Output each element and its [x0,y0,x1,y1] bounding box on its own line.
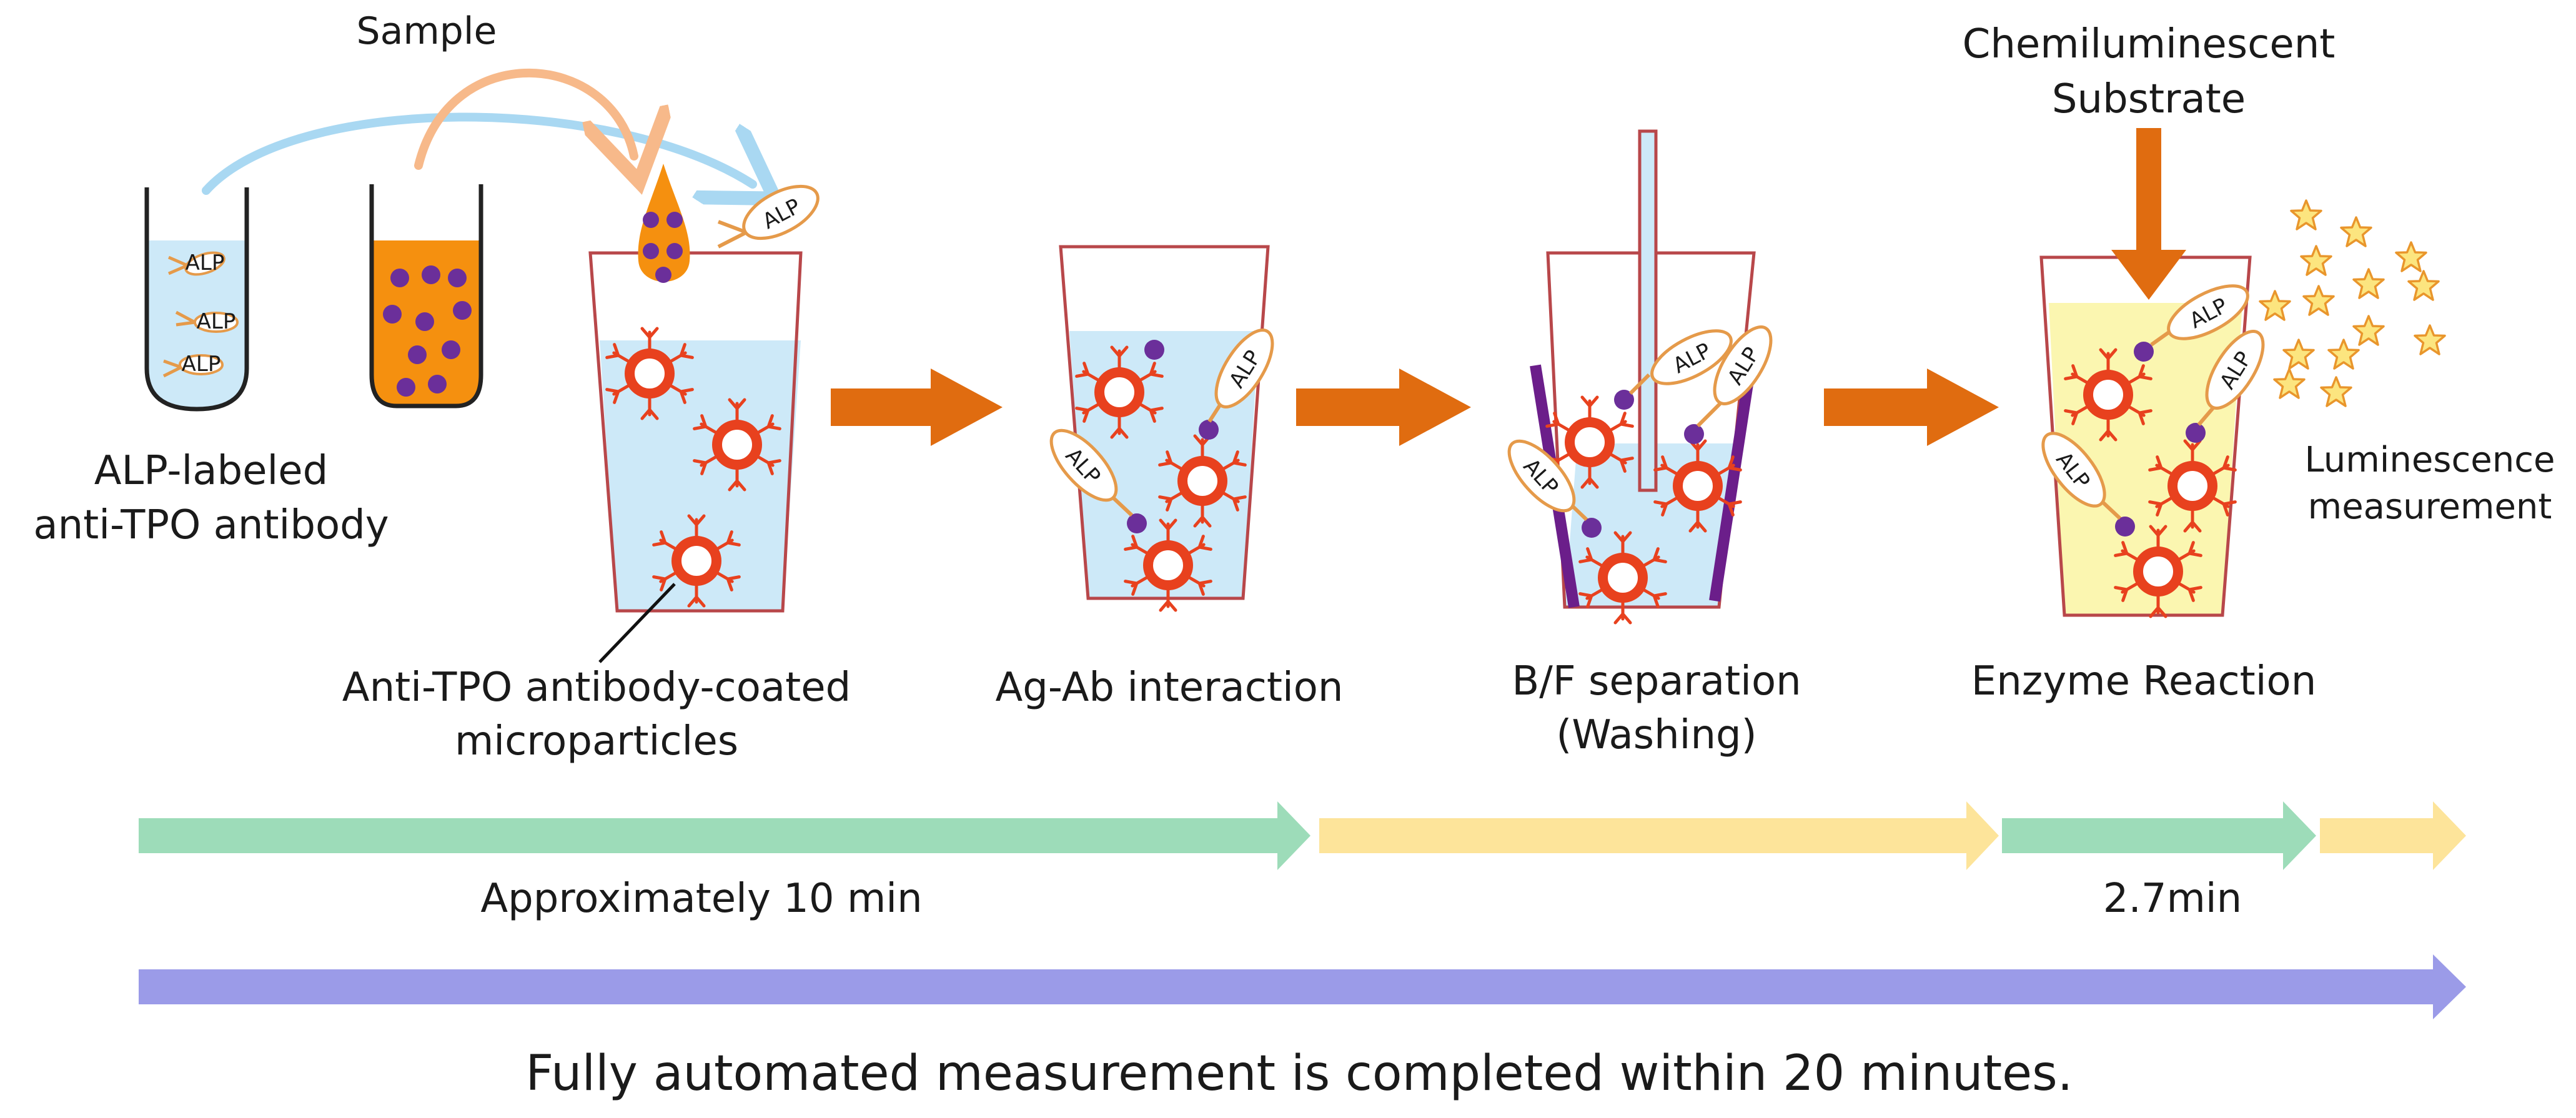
luminescence-label-line1: Luminescence [2305,440,2555,480]
chemiluminescent-label-line2: Substrate [2052,76,2246,122]
enzyme-reaction-label: Enzyme Reaction [1971,658,2317,705]
alp-antibody-bf-2: ALP [1696,325,1773,428]
timeline-arrow-yellow-2 [2320,801,2466,870]
time-2-7-min-label: 2.7min [2103,876,2242,922]
microparticles-label-line1: Anti-TPO antibody-coated [342,665,851,711]
process-arrow-2 [1296,369,1471,446]
reaction-cup-washing: ALP ALP ALP [1507,129,1773,623]
svg-text:ALP: ALP [182,352,221,377]
timeline-arrow-total [139,954,2466,1019]
alp-antibody-bf-1: ALP [1628,329,1733,395]
process-arrow-3 [1824,369,1999,446]
timeline-arrow-green-2 [2002,801,2316,870]
reaction-cup-ag-ab: ALP ALP [1049,245,1274,610]
sample-particles [383,265,472,397]
alp-antibody-bf-3: ALP [1507,439,1588,522]
microparticles-label-line2: microparticles [455,718,738,764]
process-arrow-1 [831,369,1003,446]
luminescence-label-line2: measurement [2308,487,2552,527]
magnet-right [1709,383,1753,602]
reaction-cup-enzyme: ALP ALP ALP [2039,255,2265,616]
svg-text:ALP: ALP [186,250,225,275]
timeline-arrow-green-1 [139,801,1310,870]
ag-ab-label: Ag-Ab interaction [996,665,1344,711]
reaction-cup-initial [588,251,803,613]
chemiluminescent-label-line1: Chemiluminescent [1963,21,2336,67]
wash-nozzle [1638,129,1658,492]
substrate-arrow [2111,128,2186,300]
approx-10-min-label: Approximately 10 min [480,876,922,922]
svg-text:ALP: ALP [197,309,236,334]
bf-label-line1: B/F separation [1512,658,1801,705]
alp-labeled-label-line1: ALP-labeled [94,448,329,494]
pointer-line [598,583,676,663]
alp-antibody-small-1: ALP [168,250,225,276]
sample-drop [638,164,690,283]
alp-antibody-cup1: ALP [717,184,820,249]
alp-antibody-small-3: ALP [162,352,224,378]
sample-tube [369,184,483,408]
reagent-transfer-arrow [202,112,753,190]
bf-label-line2: (Washing) [1556,712,1756,758]
luminescence-stars [2259,199,2446,407]
sample-transfer-arrow [414,68,634,166]
alp-antibody-small-2: ALP [175,309,239,334]
sample-label: Sample [357,9,497,53]
summary-caption: Fully automated measurement is completed… [525,1046,2073,1102]
reagent-tube: ALP ALP ALP [144,187,249,412]
timeline-arrow-yellow-1 [1319,801,1999,870]
alp-labeled-label-line2: anti-TPO antibody [33,502,389,548]
